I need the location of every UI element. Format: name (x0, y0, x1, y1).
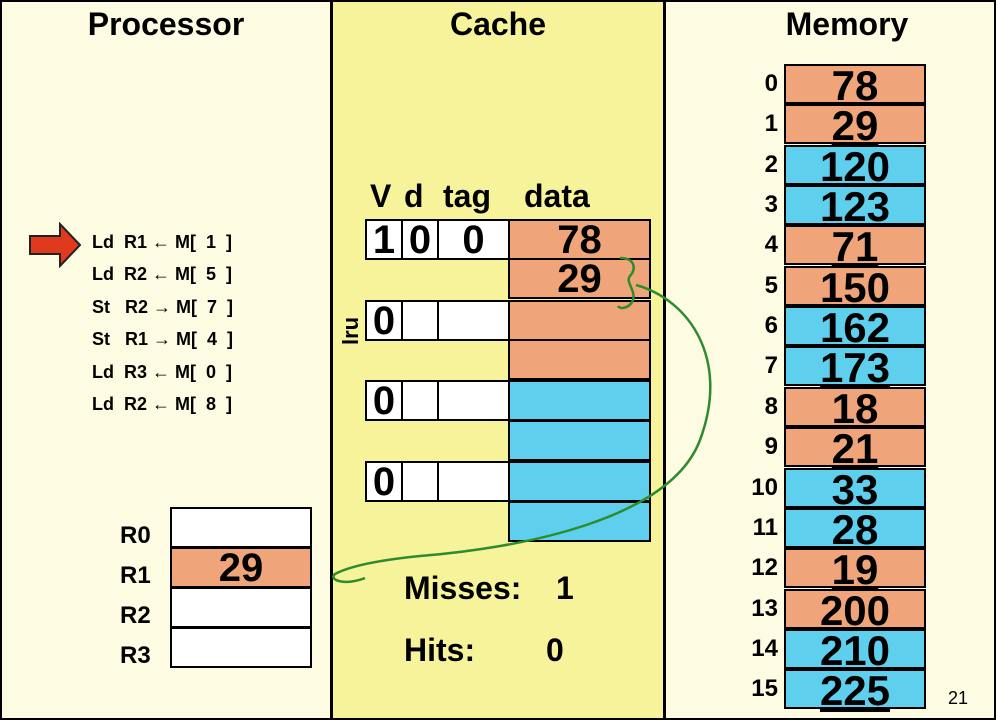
memory-address-7: 7 (764, 352, 778, 379)
memory-cell-10: 33 (784, 468, 926, 511)
instruction-5: Ld R3 ← M[ 0 ] (92, 362, 233, 382)
pc-arrow-icon (29, 222, 82, 268)
register-label-r1: R1 (120, 562, 151, 589)
memory-address-5: 5 (764, 272, 778, 299)
register-r2 (170, 587, 312, 628)
memory-address-8: 8 (764, 393, 778, 420)
memory-cell-4: 71 (784, 225, 926, 268)
memory-cell-11: 28 (784, 508, 926, 551)
instruction-2: Ld R2 ← M[ 5 ] (92, 264, 233, 284)
memory-cell-0: 78 (784, 64, 926, 107)
memory-cell-12: 19 (784, 548, 926, 591)
memory-address-11: 11 (752, 514, 778, 541)
memory-address-14: 14 (751, 635, 778, 662)
cache-header-data: data (524, 178, 590, 214)
instruction-4: St R1 → M[ 4 ] (92, 329, 234, 349)
memory-address-3: 3 (764, 191, 778, 218)
memory-address-9: 9 (764, 433, 778, 460)
hits-label: Hits: (404, 632, 476, 668)
memory-address-10: 10 (751, 474, 778, 501)
hits-count: 0 (546, 632, 564, 668)
cache-header-tag: tag (443, 178, 491, 214)
processor-title: Processor (87, 6, 245, 42)
misses-label: Misses: (404, 570, 522, 606)
memory-cell-15: 225 (784, 669, 926, 712)
cache-line-2-data-1 (508, 420, 651, 461)
instruction-3: St R2 → M[ 7 ] (92, 297, 234, 317)
instruction-1: Ld R1 ← M[ 1 ] (92, 232, 233, 252)
cache-line-3-data-0 (508, 461, 651, 502)
cache-line-1-data-1 (508, 339, 651, 380)
cache-header-dirty: d (404, 178, 424, 214)
memory-address-13: 13 (751, 595, 778, 622)
cache-line-3-tag (437, 461, 510, 502)
memory-cell-14: 210 (784, 629, 926, 672)
register-r1: 29 (170, 547, 312, 588)
memory-cell-6: 162 (784, 306, 926, 349)
memory-cell-8: 18 (784, 387, 926, 430)
instruction-6: Ld R2 ← M[ 8 ] (92, 394, 233, 414)
memory-address-2: 2 (764, 151, 778, 178)
memory-cell-9: 21 (784, 427, 926, 470)
misses-count: 1 (556, 570, 574, 606)
slide-number: 21 (948, 688, 969, 708)
cache-line-1-dirty (401, 300, 439, 341)
cache-line-0-tag: 0 (437, 219, 510, 260)
memory-address-15: 15 (751, 675, 778, 702)
memory-address-6: 6 (764, 312, 778, 339)
register-r0 (170, 507, 312, 548)
memory-cell-13: 200 (784, 589, 926, 632)
cache-header-valid: V (370, 178, 392, 214)
memory-address-4: 4 (764, 231, 778, 258)
memory-address-12: 12 (751, 554, 778, 581)
cache-title: Cache (449, 6, 547, 42)
memory-cell-2: 120 (784, 145, 926, 188)
register-r3 (170, 627, 312, 668)
register-label-r0: R0 (120, 522, 151, 549)
register-label-r3: R3 (120, 642, 151, 669)
memory-address-0: 0 (764, 70, 778, 97)
register-label-r2: R2 (120, 602, 151, 629)
cache-line-2-tag (437, 380, 510, 421)
cache-line-0-data-1: 29 (508, 258, 651, 299)
cache-line-0-valid: 1 (365, 219, 403, 260)
memory-cell-1: 29 (784, 104, 926, 147)
memory-cell-5: 150 (784, 266, 926, 309)
cache-line-1-tag (437, 300, 510, 341)
memory-title: Memory (785, 6, 909, 42)
cache-line-3-dirty (401, 461, 439, 502)
memory-cell-7: 173 (784, 346, 926, 389)
memory-cell-3: 123 (784, 185, 926, 228)
memory-address-1: 1 (764, 110, 778, 137)
